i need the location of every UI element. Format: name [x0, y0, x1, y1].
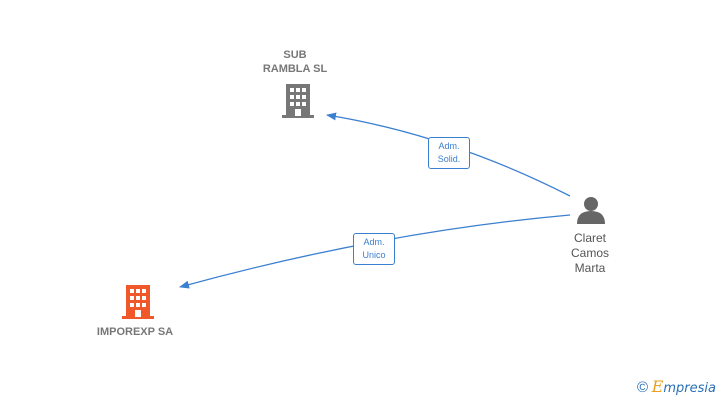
brand-name: mpresia	[663, 381, 716, 396]
edge-label-adm-unico: Adm. Unico	[353, 233, 395, 265]
building-icon[interactable]	[122, 285, 154, 319]
label-line: Unico	[362, 250, 386, 260]
label-line: IMPOREXP SA	[96, 326, 174, 338]
label-line: Adm.	[363, 237, 385, 247]
label-line: Adm.	[438, 141, 460, 151]
node-label-sub-rambla[interactable]: SUB RAMBLA SL	[245, 48, 345, 76]
edge-label-adm-solid: Adm. Solid.	[428, 137, 470, 169]
label-line: Claret	[573, 231, 606, 245]
node-label-person[interactable]: Claret Camos Marta	[555, 231, 625, 276]
copyright-icon: ©	[637, 379, 649, 396]
empresia-watermark: © Empresia	[637, 377, 716, 396]
brand-initial: E	[651, 377, 664, 396]
label-line: Marta	[574, 261, 606, 275]
label-line: Camos	[570, 246, 609, 260]
node-label-imporexp[interactable]: IMPOREXP SA	[70, 325, 200, 339]
person-icon[interactable]	[577, 197, 605, 224]
label-line: SUB	[283, 49, 307, 61]
label-line: RAMBLA SL	[262, 63, 328, 75]
building-icon[interactable]	[282, 84, 314, 118]
label-line: Solid.	[437, 154, 461, 164]
